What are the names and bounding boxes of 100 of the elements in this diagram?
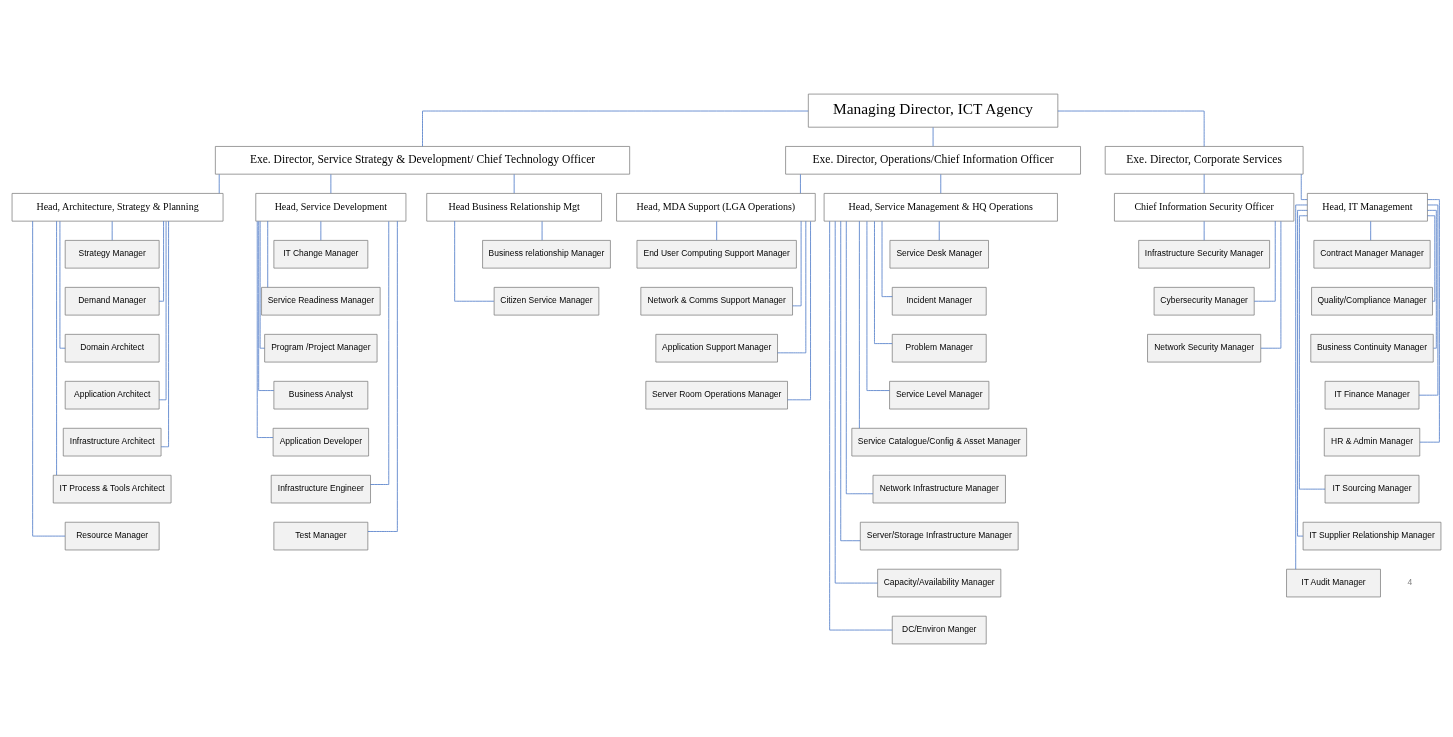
connector [845,220,874,494]
connector [32,220,66,536]
node-box: Exe. Director, Service Strategy & Development/ Chief Technology Officer [214,145,631,175]
connector [874,220,893,344]
connector [267,220,269,288]
connector [716,220,718,241]
connector [1427,209,1437,349]
node-box: IT Process & Tools Architect [52,474,172,503]
node-box: Problem Manager [891,333,987,362]
connector [834,220,878,583]
connector [1418,204,1439,396]
connector [938,220,940,241]
node-box: IT Supplier Relationship Manager [1302,521,1442,550]
connector [1299,214,1326,489]
node-box: Application Support Manager [655,333,778,362]
node-box: Application Developer [272,427,369,456]
connector [330,173,332,194]
connector [320,220,322,241]
connector [367,220,398,532]
label: 4 [1407,576,1413,587]
node-box: Service Level Manager [889,380,990,409]
connector [1419,198,1440,443]
node-box: Citizen Service Manager [493,286,600,315]
connector [1260,220,1282,349]
node-box: Capacity/Availability Manager [877,568,1002,597]
node-box: Head, Service Management & HQ Operations [823,192,1058,222]
connector [1427,214,1436,302]
node-box: Head Business Relationship Mgt [426,192,602,222]
connector [840,220,861,541]
node-box: Server/Storage Infrastructure Manager [859,521,1019,550]
connector [1203,220,1205,241]
connector [541,220,543,241]
node-box: Quality/Compliance Manager [1311,286,1433,315]
connector [422,110,809,147]
connector [787,220,811,400]
connector [777,220,807,353]
connector [1370,220,1372,241]
connector [1203,173,1205,194]
node-box: Service Readiness Manager [261,286,381,315]
node-box: Cybersecurity Manager [1153,286,1255,315]
node-box: Head, IT Management [1306,192,1428,222]
connector [218,173,220,194]
node-box: Exe. Director, Operations/Chief Information Officer [785,145,1081,175]
node-box: IT Finance Manager [1324,380,1420,409]
node-box: IT Change Manager [273,239,369,268]
connector [1295,204,1308,570]
node-box: Incident Manager [891,286,987,315]
node-box: Service Catalogue/Config & Asset Manager [851,427,1028,456]
node-box: Demand Manager [64,286,160,315]
node-box: Managing Director, ICT Agency [807,93,1059,128]
connector [792,220,802,306]
node-box: IT Audit Manager [1286,568,1381,597]
node-box: DC/Environ Manger [891,615,987,644]
node-box: Network Security Manager [1147,333,1262,362]
node-box: Network & Comms Support Manager [640,286,793,315]
node-box: Test Manager [273,521,369,550]
connector [259,220,265,349]
node-box: HR & Admin Manager [1323,427,1421,456]
node-box: Infrastructure Architect [62,427,162,456]
node-box: Strategy Manager [64,239,160,268]
connector [1253,220,1276,302]
connector [940,173,942,194]
connector [370,220,390,485]
node-box: Contract Manager Manager [1313,239,1431,268]
connector [859,220,860,429]
node-box: Business relationship Manager [482,239,611,268]
node-box: Server Room Operations Manager [645,380,788,409]
connector [829,220,893,630]
connector [881,220,893,297]
connector [932,126,934,147]
node-box: Head, Service Development [255,192,407,222]
node-box: Resource Manager [64,521,160,550]
node-box: Business Continuity Manager [1310,333,1434,362]
connector [513,173,515,194]
connector [111,220,113,241]
node-box: Domain Architect [64,333,160,362]
connector [454,220,495,302]
node-box: Business Analyst [273,380,369,409]
connector [1300,173,1308,200]
connector [258,220,275,391]
node-box: Service Desk Manager [889,239,989,268]
node-box: Chief Information Security Officer [1114,192,1295,222]
node-box: Infrastructure Security Manager [1138,239,1270,268]
node-box: Infrastructure Engineer [270,474,371,503]
connector [59,220,66,349]
connector [800,173,801,194]
node-box: End User Computing Support Manager [636,239,797,268]
connector [866,220,890,391]
connector [158,220,164,302]
connector [160,220,169,447]
connector [1057,110,1205,147]
connector [1297,209,1308,536]
node-box: IT Sourcing Manager [1324,474,1420,503]
connector [56,220,57,475]
node-box: Network Infrastructure Manager [872,474,1006,503]
node-box: Exe. Director, Corporate Services [1104,145,1304,175]
node-box: Program /Project Manager [264,333,378,362]
node-box: Application Architect [64,380,160,409]
node-box: Head, MDA Support (LGA Operations) [616,192,816,222]
node-box: Head, Architecture, Strategy & Planning [11,192,224,222]
